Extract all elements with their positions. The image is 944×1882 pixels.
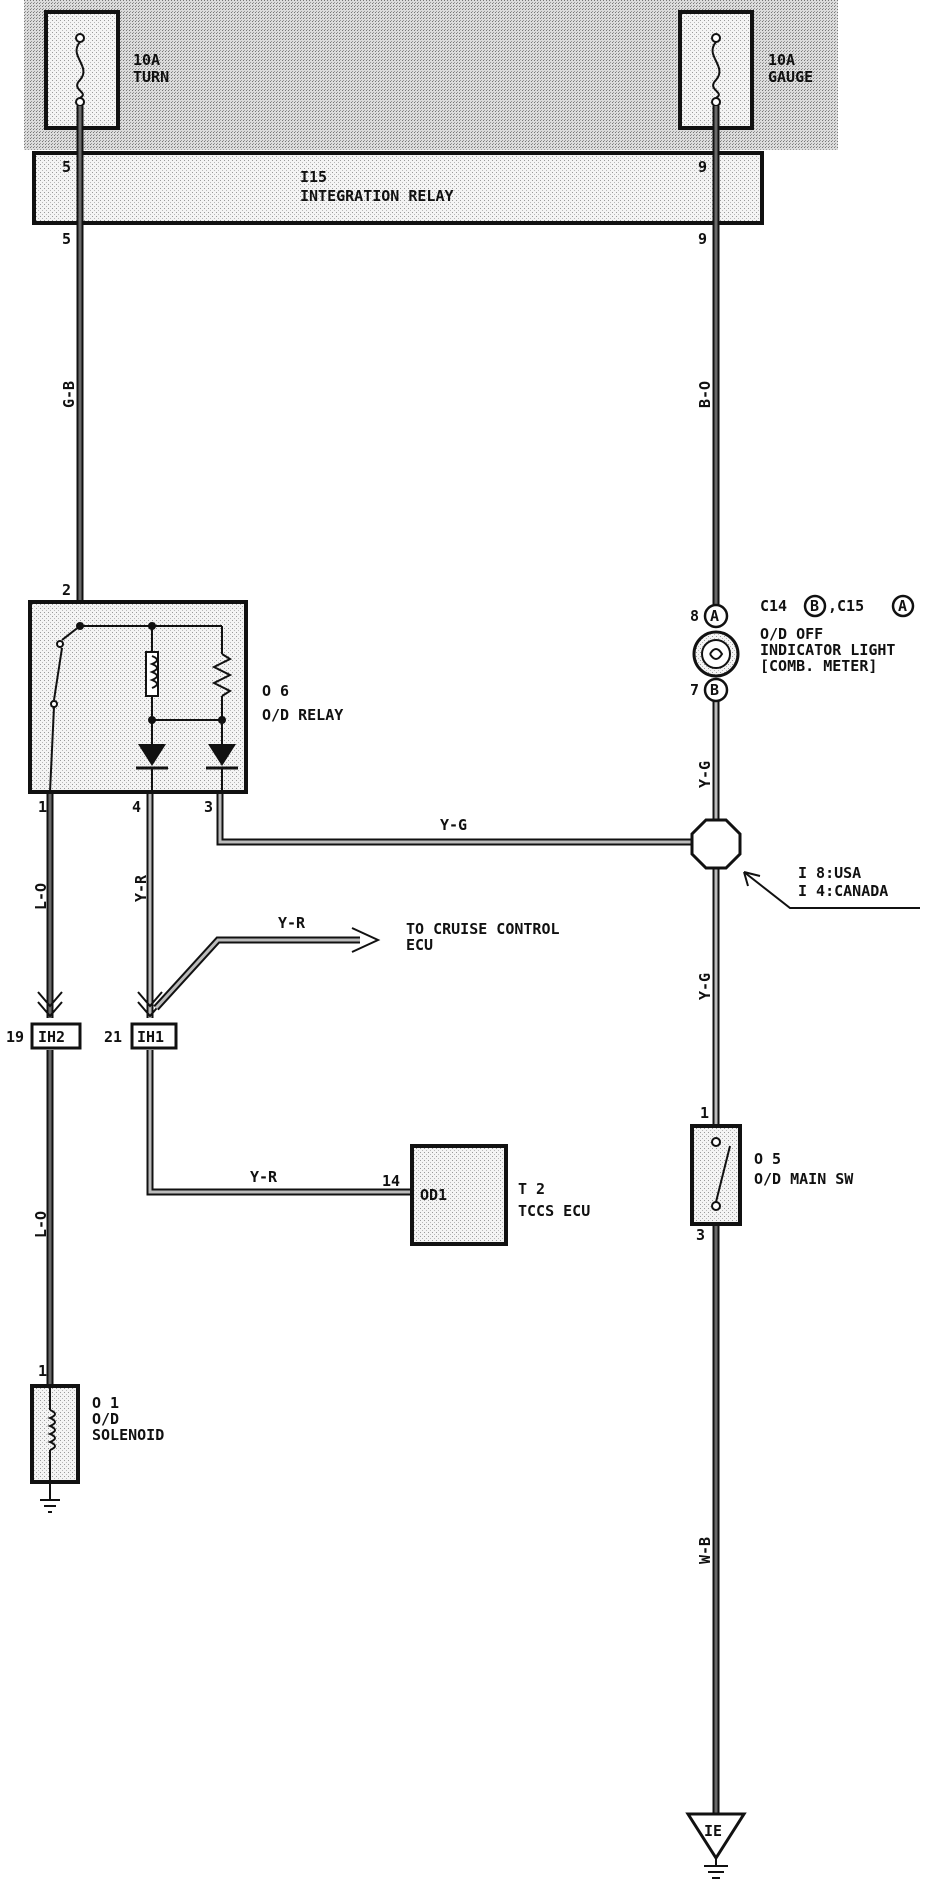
fuse-turn: 10A TURN [44, 10, 169, 130]
connector-ih2: IH2 19 [6, 1022, 82, 1050]
wire-label-l-o-lower: L-O [32, 1211, 50, 1238]
wire-label-l-o-upper: L-O [32, 883, 50, 910]
indicator-pin-badge-a: A [710, 607, 719, 625]
indicator-line1: O/D OFF [760, 625, 823, 643]
wire-label-y-r-cruise: Y-R [278, 914, 306, 932]
wire-label-y-g-horizontal: Y-G [440, 816, 467, 834]
indicator-line3: [COMB. METER] [760, 657, 877, 675]
indicator-connector-c14: C14 [760, 597, 787, 615]
integration-relay-code: I15 [300, 168, 327, 186]
main-sw-name: O/D MAIN SW [754, 1170, 854, 1188]
cruise-control-line2: ECU [406, 936, 433, 954]
od-relay: O 6 O/D RELAY 2 1 4 3 [28, 581, 343, 816]
indicator-connector-c15: ,C15 [828, 597, 864, 615]
integration-relay-pin-5-bottom: 5 [62, 230, 71, 248]
tccs-code: T 2 [518, 1180, 545, 1198]
indicator-badge-b: B [810, 597, 819, 615]
od-relay-name: O/D RELAY [262, 706, 343, 724]
connector-ih1-label: IH1 [137, 1028, 164, 1046]
indicator-line2: INDICATOR LIGHT [760, 641, 895, 659]
integration-relay-name: INTEGRATION RELAY [300, 187, 454, 205]
wire-label-b-o: B-O [696, 381, 714, 408]
od-solenoid: 1 O 1 O/D SOLENOID [30, 1362, 164, 1513]
integration-relay-pin-5-top: 5 [62, 158, 71, 176]
od-relay-pin-3: 3 [204, 798, 213, 816]
main-sw-code: O 5 [754, 1150, 781, 1168]
indicator-pin-badge-b: B [710, 681, 719, 699]
wire-label-g-b: G-B [60, 381, 78, 408]
main-sw-pin-1: 1 [700, 1104, 709, 1122]
tccs-ecu: OD1 14 T 2 TCCS ECU [382, 1144, 590, 1246]
cruise-control-line1: TO CRUISE CONTROL [406, 920, 560, 938]
wire-y-r-ecu [146, 1050, 412, 1196]
wire-y-r-cruise [153, 927, 381, 1011]
wire-label-y-r-vertical: Y-R [132, 874, 150, 902]
junction-connector: I 8:USA I 4:CANADA [690, 818, 920, 909]
junction-label-canada: I 4:CANADA [798, 882, 888, 900]
od-relay-pin-4: 4 [132, 798, 141, 816]
solenoid-code: O 1 [92, 1394, 119, 1412]
fuse-turn-name: TURN [133, 68, 169, 86]
wire-label-y-g-lower: Y-G [696, 973, 714, 1000]
ground-label: IE [704, 1822, 722, 1840]
connector-ih1-pin: 21 [104, 1028, 122, 1046]
wire-label-y-g-upper: Y-G [696, 761, 714, 788]
indicator-pin-8: 8 [690, 607, 699, 625]
tccs-name: TCCS ECU [518, 1202, 590, 1220]
od-relay-pin-1: 1 [38, 798, 47, 816]
od-relay-code: O 6 [262, 682, 289, 700]
indicator-badge-a: A [898, 597, 907, 615]
solenoid-line1: O/D [92, 1410, 119, 1428]
fuse-turn-rating: 10A [133, 51, 160, 69]
connector-ih1: IH1 21 [104, 1022, 178, 1050]
wire-label-y-r-ecu: Y-R [250, 1168, 278, 1186]
wire-l-o-upper [37, 792, 63, 1018]
connector-ih2-label: IH2 [38, 1028, 65, 1046]
od-main-switch: 1 3 O 5 O/D MAIN SW [690, 1104, 854, 1244]
integration-relay-pin-9-top: 9 [698, 158, 707, 176]
tccs-pin: 14 [382, 1172, 400, 1190]
main-sw-pin-3: 3 [696, 1226, 705, 1244]
od-off-indicator: A B 8 7 C14 B ,C15 A O/D OFF INDICATOR L… [690, 594, 915, 703]
solenoid-line2: SOLENOID [92, 1426, 164, 1444]
solenoid-pin-1: 1 [38, 1362, 47, 1380]
integration-relay: I15 INTEGRATION RELAY 5 5 9 9 [32, 151, 764, 248]
tccs-terminal: OD1 [420, 1186, 447, 1204]
junction-label-usa: I 8:USA [798, 864, 861, 882]
integration-relay-pin-9-bottom: 9 [698, 230, 707, 248]
wire-y-g-horizontal [216, 792, 694, 846]
wire-label-w-b: W-B [696, 1537, 714, 1564]
connector-ih2-pin: 19 [6, 1028, 24, 1046]
indicator-pin-7: 7 [690, 681, 699, 699]
fuse-gauge-name: GAUGE [768, 68, 813, 86]
fuse-gauge-rating: 10A [768, 51, 795, 69]
wire-y-r-vertical [137, 792, 163, 1018]
od-relay-pin-2: 2 [62, 581, 71, 599]
ground-ie: IE [685, 1812, 747, 1879]
